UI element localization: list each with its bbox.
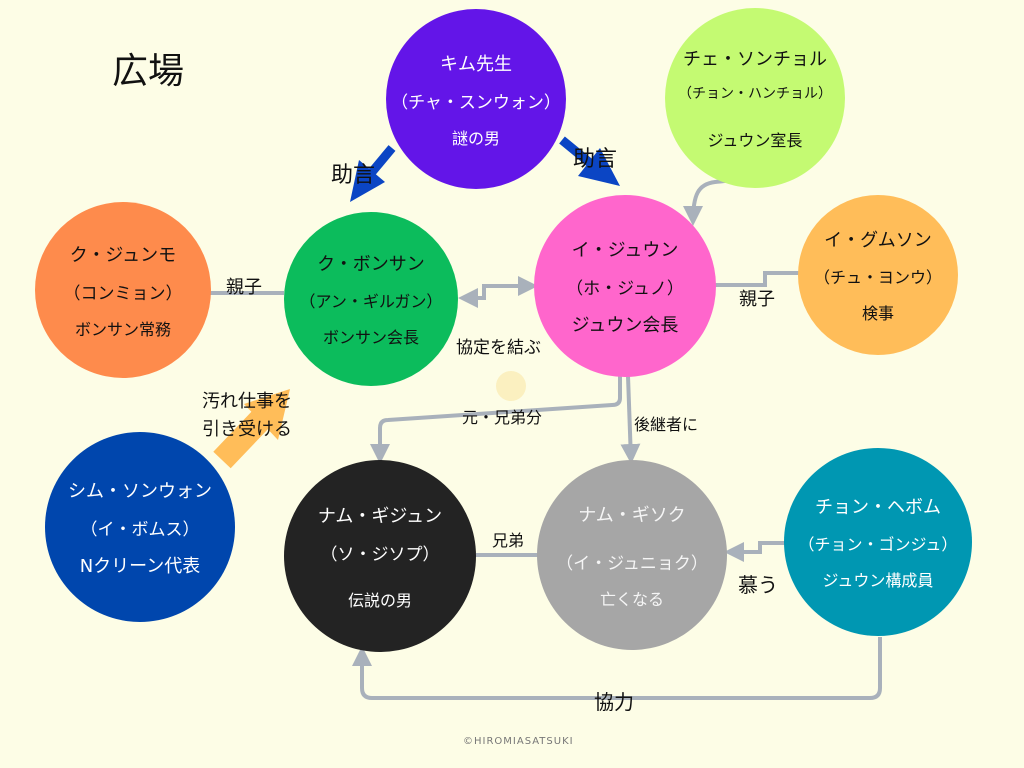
connector-former-brother (370, 376, 622, 464)
connector-successor (620, 375, 641, 464)
advice-arrow-left-shaft (368, 145, 396, 175)
node-namgisok: ナム・ギソク （イ・ジュニョク） 亡くなる (537, 460, 727, 650)
node-shim: シム・ソンウォン （イ・ボムス） Nクリーン代表 (45, 432, 235, 622)
node-actor: （チョン・ハンチョル） (678, 86, 832, 102)
dirty-work-arrow-head (244, 389, 290, 440)
node-role: 亡くなる (599, 589, 664, 609)
node-chonhebom: チョン・ヘボム （チョン・ゴンジュ） ジュウン構成員 (784, 448, 972, 636)
node-name: イ・ジュウン (571, 239, 679, 261)
node-ijuun: イ・ジュウン （ホ・ジュノ） ジュウン会長 (534, 195, 716, 377)
node-name: ク・ボンサン (317, 254, 425, 275)
node-igumson: イ・グムソン （チュ・ヨンウ） 検事 (798, 195, 958, 355)
copyright-notice: ©HIROMIASATSUKI (463, 736, 574, 747)
dirty-work-arrow-shaft (213, 409, 271, 469)
node-che: チェ・ソンチョル （チョン・ハンチョル） ジュウン室長 (665, 8, 845, 188)
node-role: ボンサン会長 (322, 328, 419, 347)
advice-arrow-right-shaft (559, 136, 593, 167)
node-name: キム先生 (440, 53, 512, 75)
node-kujunmo: ク・ジュンモ （コンミョン） ボンサン常務 (35, 202, 211, 378)
node-actor: （チュ・ヨンウ） (813, 268, 942, 287)
node-role: ジュウン室長 (707, 131, 803, 150)
node-role: Nクリーン代表 (79, 555, 201, 577)
label-admire: 慕う (738, 573, 778, 597)
node-actor: （コンミョン） (63, 283, 183, 304)
decorative-dot (496, 371, 526, 401)
node-name: ナム・ギジュン (317, 505, 443, 527)
label-successor: 後継者に (634, 415, 699, 434)
node-role: 謎の男 (451, 128, 500, 148)
node-role: 伝説の男 (347, 590, 412, 610)
connector-cooperate (352, 637, 882, 700)
node-name: シム・ソンウォン (68, 480, 212, 502)
node-kubonsan: ク・ボンサン （アン・ギルガン） ボンサン会長 (284, 212, 458, 386)
node-actor: （ソ・ジソプ） (320, 544, 440, 565)
node-actor: （チョン・ゴンジュ） (798, 535, 958, 554)
node-name: チョン・ヘボム (815, 497, 941, 518)
node-actor: （イ・ジュニョク） (556, 553, 708, 574)
label-advice-left: 助言 (331, 163, 376, 188)
node-actor: （イ・ボムス） (80, 519, 200, 540)
node-actor: （アン・ギルガン） (299, 292, 443, 311)
label-parent-left: 親子 (226, 277, 262, 298)
node-name: ナム・ギソク (578, 504, 686, 526)
label-cooperate: 協力 (594, 690, 634, 714)
node-role: ボンサン常務 (74, 319, 171, 339)
label-advice-right: 助言 (573, 147, 618, 172)
node-actor: （ホ・ジュノ） (566, 278, 684, 299)
node-kim: キム先生 （チャ・スンウォン） 謎の男 (386, 9, 566, 189)
node-actor: （チャ・スンウォン） (391, 92, 561, 113)
label-agreement: 協定を結ぶ (456, 338, 541, 358)
node-name: ク・ジュンモ (69, 244, 177, 266)
node-role: ジュウン会長 (571, 314, 679, 336)
diagram-title: 広場 (112, 51, 185, 92)
connector-ijuun-igumson (715, 271, 800, 287)
node-namgijun: ナム・ギジュン （ソ・ジソプ） 伝説の男 (284, 460, 476, 652)
node-name: イ・グムソン (824, 230, 932, 251)
node-role: ジュウン構成員 (822, 571, 934, 590)
label-dirty-work-line1: 汚れ仕事を (202, 391, 292, 412)
connector-admire (724, 541, 786, 562)
label-dirty-work-line2: 引き受ける (202, 419, 292, 440)
advice-arrow-right-head (578, 148, 620, 186)
node-name: チェ・ソンチョル (683, 49, 827, 70)
label-brothers: 兄弟 (492, 531, 525, 550)
label-former-brother: 元・兄弟分 (462, 408, 543, 427)
advice-arrow-left-head (350, 160, 385, 202)
label-parent-right: 親子 (739, 289, 775, 310)
connector-agreement (458, 276, 538, 308)
node-role: 検事 (861, 304, 894, 323)
